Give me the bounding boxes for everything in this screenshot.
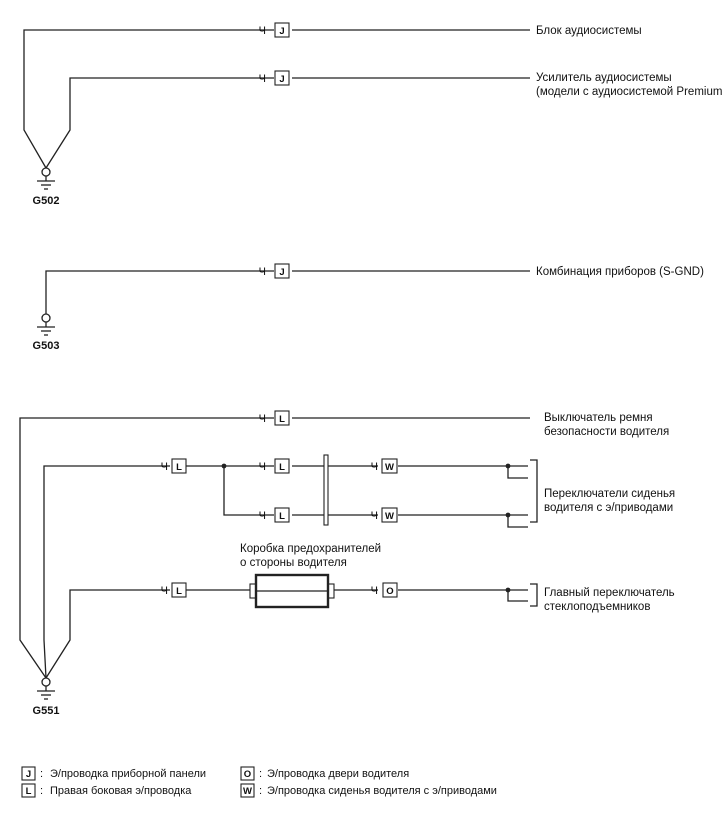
connector-l: L: [274, 458, 290, 474]
seat-belt-switch-label: Выключатель ремня: [544, 412, 653, 424]
wire-color-label: Ч: [161, 461, 168, 473]
wire-color-label: Ч: [259, 73, 266, 85]
svg-text:L: L: [26, 786, 32, 797]
fuse-box-icon: [249, 573, 335, 609]
svg-text:L: L: [279, 462, 285, 473]
legend-item: O : Э/проводка двери водителя: [240, 766, 409, 781]
svg-text:W: W: [385, 511, 394, 522]
svg-text:J: J: [26, 769, 31, 780]
svg-text::: :: [40, 785, 43, 797]
wire-color-label: Ч: [371, 510, 378, 522]
legend-item: J : Э/проводка приборной панели: [21, 766, 206, 781]
svg-text::: :: [259, 768, 262, 780]
connector-w: W: [381, 507, 398, 523]
cluster-label: Комбинация приборов (S-GND): [536, 266, 704, 278]
g502-circuit: [23, 29, 530, 169]
ground-g503-label: G503: [33, 340, 60, 352]
wire-color-label: Ч: [371, 585, 378, 597]
connector-o: O: [382, 582, 398, 598]
wire-color-label: Ч: [161, 585, 168, 597]
svg-text:Э/проводка приборной панели: Э/проводка приборной панели: [50, 768, 206, 780]
seat-switches-label-2: водителя с э/приводами: [544, 502, 673, 514]
svg-text:O: O: [244, 769, 251, 780]
svg-text:Э/проводка сиденья водителя с: Э/проводка сиденья водителя с э/приводам…: [267, 785, 497, 797]
connector-j: J: [274, 22, 290, 38]
audio-unit-label: Блок аудиосистемы: [536, 25, 642, 37]
seat-switches-label: Переключатели сиденья: [544, 488, 675, 500]
svg-text:L: L: [279, 414, 285, 425]
connector-l: L: [171, 582, 187, 598]
svg-text:J: J: [279, 26, 284, 37]
legend-item: W : Э/проводка сиденья водителя с э/прив…: [240, 783, 497, 798]
svg-text:O: O: [386, 586, 393, 597]
svg-text:J: J: [279, 267, 284, 278]
amplifier-label-note: (модели с аудиосистемой Premium): [536, 86, 722, 98]
connector-w: W: [381, 458, 398, 474]
svg-text:Э/проводка двери водителя: Э/проводка двери водителя: [267, 768, 409, 780]
legend: J : Э/проводка приборной панели L : Прав…: [21, 766, 497, 798]
wire-color-label: Ч: [259, 461, 266, 473]
wire-color-label: Ч: [259, 266, 266, 278]
window-switch-label-2: стеклоподъемников: [544, 601, 650, 613]
connector-j: J: [274, 263, 290, 279]
svg-text:J: J: [279, 74, 284, 85]
svg-text:Правая боковая э/проводка: Правая боковая э/проводка: [50, 785, 192, 797]
amplifier-label: Усилитель аудиосистемы: [536, 72, 672, 84]
ground-symbol-icon: [37, 313, 55, 336]
svg-text:L: L: [279, 511, 285, 522]
svg-text:L: L: [176, 462, 182, 473]
ground-g502-label: G502: [33, 195, 60, 207]
ground-g551-label: G551: [33, 705, 60, 717]
connector-l: L: [171, 458, 187, 474]
fuse-box-label: Коробка предохранителей: [240, 543, 381, 555]
svg-text:W: W: [243, 786, 252, 797]
seat-belt-switch-label-2: безопасности водителя: [544, 426, 669, 438]
wire-color-label: Ч: [259, 510, 266, 522]
g551-circuit: [19, 417, 538, 679]
legend-item: L : Правая боковая э/проводка: [21, 783, 192, 798]
svg-text:L: L: [176, 586, 182, 597]
svg-text::: :: [259, 785, 262, 797]
g503-circuit: [45, 270, 530, 314]
fuse-box-label-2: о стороны водителя: [240, 557, 347, 569]
svg-text:W: W: [385, 462, 394, 473]
connector-l: L: [274, 507, 290, 523]
connector-l: L: [274, 410, 290, 426]
connector-j: J: [274, 70, 290, 86]
svg-text::: :: [40, 768, 43, 780]
wire-color-label: Ч: [259, 413, 266, 425]
wire-color-label: Ч: [371, 461, 378, 473]
ground-symbol-icon: [37, 677, 55, 700]
wire-color-label: Ч: [259, 25, 266, 37]
ground-symbol-icon: [37, 167, 55, 190]
window-switch-label: Главный переключатель: [544, 587, 675, 599]
